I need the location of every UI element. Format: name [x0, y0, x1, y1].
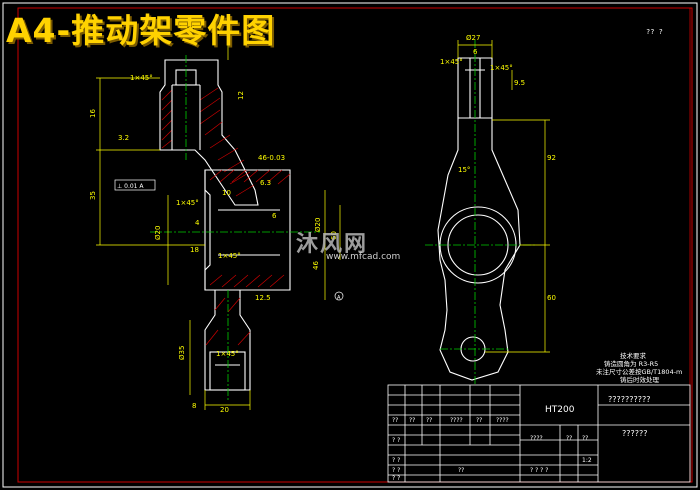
- tb-c12: ? ?: [392, 467, 400, 474]
- dim-12: 12: [237, 91, 245, 100]
- dim-lines-right: [457, 40, 550, 353]
- dim-chamfer-5: 1×45°: [218, 252, 241, 260]
- rough-6-3: 6.3: [260, 179, 271, 187]
- datum-circle: [334, 291, 344, 301]
- dim-chamfer-6: 1×45°: [216, 350, 239, 358]
- tb-c13: ??: [458, 467, 464, 474]
- dim-20: 20: [220, 406, 229, 414]
- drawing-title: A4-推动架零件图: [6, 11, 276, 50]
- title-block: [387, 384, 691, 483]
- dim-92: 92: [547, 154, 556, 162]
- dim-chamfer-3: 1×45°: [130, 74, 153, 82]
- tb-material: HT200: [545, 405, 575, 415]
- tb-c16: ? ?: [392, 475, 400, 482]
- tech-req-line2: 未注尺寸公差按GB/T1804-m: [596, 367, 682, 376]
- tb-c7: ? ?: [392, 437, 400, 444]
- dim-phi20: Ø20: [154, 226, 162, 240]
- dim-15deg: 15°: [458, 166, 470, 174]
- watermark-brand: 沐风网: [296, 232, 369, 257]
- hatch-bottom: [205, 297, 251, 346]
- center-lines-right: [425, 40, 535, 385]
- tb-drawing-no: ??????: [622, 429, 647, 438]
- tb-c11: ??: [582, 435, 588, 442]
- dim-phi35: Ø35: [178, 346, 186, 360]
- tb-c10: ??: [566, 435, 572, 442]
- dim-60b: 60: [330, 231, 338, 240]
- dim-8: 8: [192, 402, 196, 410]
- tech-req-line1: 铸造圆角为 R3-R5: [604, 359, 658, 368]
- datum-label: A: [337, 295, 341, 301]
- front-view: [437, 57, 521, 381]
- tech-req-line3: 铸后时效处理: [620, 375, 660, 384]
- tb-c9: ????: [530, 435, 543, 442]
- hatch-hub: [209, 169, 291, 288]
- dim-4: 4: [195, 219, 200, 227]
- tb-c5: ??: [476, 417, 482, 424]
- dim-chamfer-4: 1×45°: [176, 199, 199, 207]
- tb-c4: ????: [450, 417, 463, 424]
- dim-10: 10: [222, 189, 231, 197]
- tb-c8: ? ?: [392, 457, 400, 464]
- dim-6: 6: [473, 48, 478, 56]
- inner-frame: [17, 7, 693, 483]
- dim-46: 46: [312, 261, 320, 270]
- dim-phi27: Ø27: [466, 34, 480, 42]
- corner-note: ?? ?: [646, 28, 663, 36]
- dim-18: 18: [190, 246, 199, 254]
- dim-chamfer-1: 1×45°: [440, 58, 463, 66]
- center-lines-left: [150, 55, 320, 400]
- tech-req-heading: 技术要求: [620, 351, 647, 360]
- gdt-frame: [114, 179, 156, 191]
- dim-chamfer-2: 1×45°: [490, 64, 513, 72]
- tb-c14: 1:2: [582, 457, 592, 464]
- dim-6b: 6: [272, 212, 277, 220]
- watermark-url: www.mfcad.com: [326, 252, 401, 262]
- dim-46-tol: 46-0.03: [258, 154, 285, 162]
- dim-9-5: 9.5: [514, 79, 525, 87]
- rough-12-5: 12.5: [255, 294, 271, 302]
- tb-c15: ? ? ? ?: [530, 467, 548, 474]
- tb-c2: ??: [409, 417, 415, 424]
- rough-3-2: 3.2: [118, 134, 129, 142]
- dim-lines-left: [96, 38, 341, 410]
- dim-phi20b: Ø20: [314, 218, 322, 232]
- dim-60: 60: [547, 294, 556, 302]
- hatch-top: [161, 87, 255, 197]
- watermark: 沐风网 www.mfcad.com: [296, 226, 400, 262]
- tb-c1: ??: [392, 417, 398, 424]
- tb-c6: ????: [496, 417, 509, 424]
- tb-c3: ??: [426, 417, 432, 424]
- dim-16: 16: [89, 109, 97, 118]
- gdt-text: ⊥ 0.01 A: [117, 183, 144, 190]
- section-view: [159, 59, 291, 391]
- dim-35: 35: [89, 191, 97, 200]
- tb-name: ??????????: [608, 395, 650, 404]
